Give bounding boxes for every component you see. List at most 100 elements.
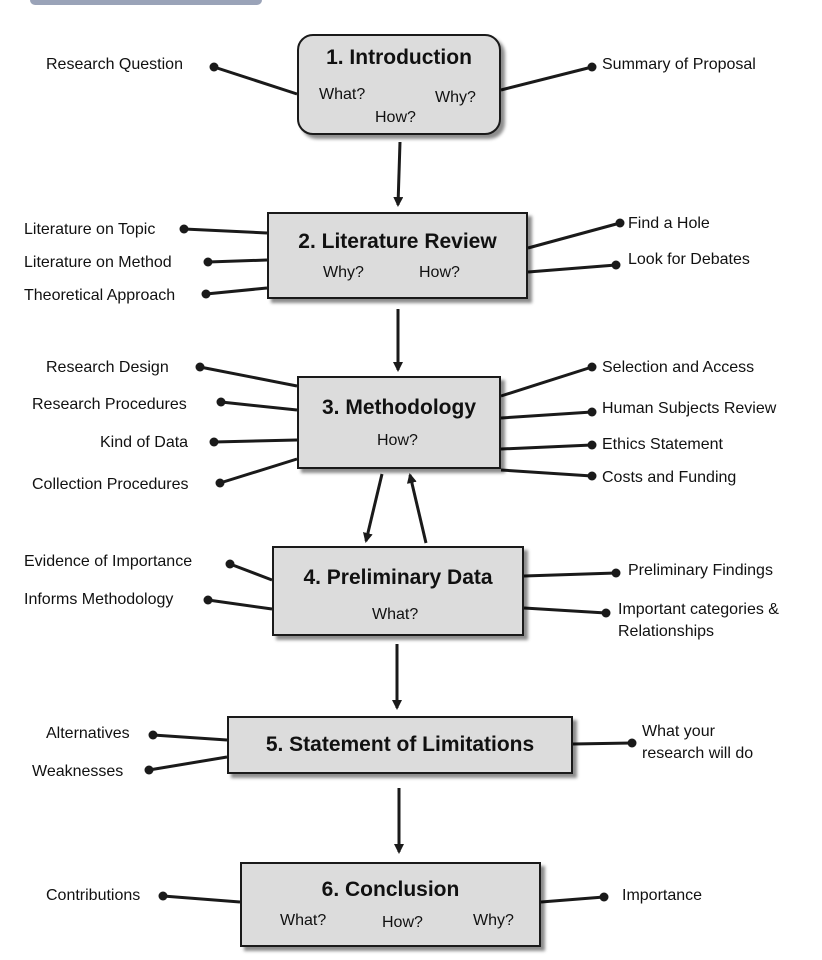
endpoint-dot: [209, 62, 219, 72]
box-statement-of-limitations: 5. Statement of Limitations: [227, 716, 573, 774]
endpoint-dot: [179, 224, 189, 234]
connector-line: [213, 438, 298, 444]
question-how: How?: [375, 109, 416, 126]
endpoint-dot: [144, 765, 154, 775]
label-literature-on-topic: Literature on Topic: [24, 221, 156, 238]
box-literature-review: 2. Literature Review Why? How?: [267, 212, 528, 299]
question-what: What?: [280, 912, 327, 929]
label-literature-on-method: Literature on Method: [24, 254, 172, 271]
endpoint-dot: [587, 407, 597, 417]
flow-arrow: [362, 473, 384, 543]
label-what-your: What your: [642, 723, 715, 740]
endpoint-dot: [203, 257, 213, 267]
box-title: 4. Preliminary Data: [303, 566, 493, 589]
label-ethics-statement: Ethics Statement: [602, 436, 723, 453]
label-relationships: Relationships: [618, 623, 715, 640]
endpoint-dot: [601, 608, 611, 618]
connector-line: [199, 365, 298, 388]
endpoint-dot: [587, 362, 597, 372]
connector-line: [162, 894, 241, 904]
label-research-procedures: Research Procedures: [32, 396, 187, 413]
connector-line: [540, 895, 605, 904]
box-title: 6. Conclusion: [321, 878, 460, 901]
label-alternatives: Alternatives: [46, 725, 130, 742]
endpoint-dot: [201, 289, 211, 299]
connector-line: [523, 606, 607, 615]
label-preliminary-findings: Preliminary Findings: [628, 562, 773, 579]
connector-line: [500, 65, 593, 92]
label-research-design: Research Design: [46, 359, 169, 376]
connector-line: [219, 457, 298, 485]
label-kind-of-data: Kind of Data: [100, 434, 189, 451]
question-why: Why?: [323, 264, 364, 281]
connector-line: [213, 65, 298, 96]
connector-line: [229, 562, 273, 582]
connector-line: [148, 755, 228, 772]
label-research-will-do: research will do: [642, 745, 754, 762]
box-title: 1. Introduction: [326, 46, 472, 69]
endpoint-dot: [587, 440, 597, 450]
box-preliminary-data: 4. Preliminary Data What?: [272, 546, 524, 636]
endpoint-dot: [611, 260, 621, 270]
label-importance: Importance: [622, 887, 703, 904]
endpoint-dot: [195, 362, 205, 372]
connector-line: [183, 227, 268, 235]
endpoint-dot: [216, 397, 226, 407]
flow-arrow: [406, 473, 428, 544]
label-evidence-of-importance: Evidence of Importance: [24, 553, 193, 570]
connector-line: [527, 263, 617, 274]
endpoint-dot: [587, 471, 597, 481]
box-methodology: 3. Methodology How?: [297, 376, 501, 469]
flow-arrow: [393, 141, 404, 207]
label-collection-procedures: Collection Procedures: [32, 476, 189, 493]
endpoint-dot: [587, 62, 597, 72]
label-human-subjects-review: Human Subjects Review: [602, 400, 777, 417]
endpoint-dot: [148, 730, 158, 740]
connector-line: [207, 258, 268, 264]
label-research-question: Research Question: [46, 56, 183, 73]
question-how: How?: [419, 264, 460, 281]
box-title: 3. Methodology: [322, 396, 476, 419]
box-introduction: 1. Introduction What? Why? How?: [297, 34, 501, 135]
endpoint-dot: [599, 892, 609, 902]
endpoint-dot: [215, 478, 225, 488]
label-contributions: Contributions: [46, 887, 141, 904]
question-how: How?: [382, 914, 423, 931]
connector-line: [207, 598, 273, 611]
box-conclusion: 6. Conclusion What? How? Why?: [240, 862, 541, 947]
box-title: 5. Statement of Limitations: [265, 733, 535, 756]
label-look-for-debates: Look for Debates: [628, 251, 750, 268]
question-what: What?: [319, 86, 366, 103]
label-weaknesses: Weaknesses: [32, 763, 124, 780]
box-title: 2. Literature Review: [298, 230, 497, 253]
connector-line: [220, 400, 298, 412]
label-costs-and-funding: Costs and Funding: [602, 469, 737, 486]
connector-line: [500, 443, 593, 451]
connector-line: [205, 286, 268, 296]
label-find-a-hole: Find a Hole: [628, 215, 710, 232]
connector-line: [500, 468, 593, 478]
label-summary-of-proposal: Summary of Proposal: [602, 56, 756, 73]
connector-line: [572, 741, 633, 746]
endpoint-dot: [209, 437, 219, 447]
endpoint-dot: [225, 559, 235, 569]
question-why: Why?: [435, 89, 476, 106]
endpoint-dot: [627, 738, 637, 748]
endpoint-dot: [611, 568, 621, 578]
endpoint-dot: [615, 218, 625, 228]
question-why: Why?: [473, 912, 514, 929]
label-important-categories: Important categories &: [618, 601, 779, 618]
connector-line: [500, 410, 593, 420]
endpoint-dot: [158, 891, 168, 901]
connector-line: [500, 365, 593, 398]
question-how: How?: [377, 432, 418, 449]
top-edge-bar: [30, 0, 262, 5]
connector-line: [152, 733, 228, 742]
connector-line: [523, 571, 617, 578]
label-selection-and-access: Selection and Access: [602, 359, 755, 376]
connector-line: [527, 221, 621, 250]
label-theoretical-approach: Theoretical Approach: [24, 287, 176, 304]
question-what: What?: [372, 606, 419, 623]
